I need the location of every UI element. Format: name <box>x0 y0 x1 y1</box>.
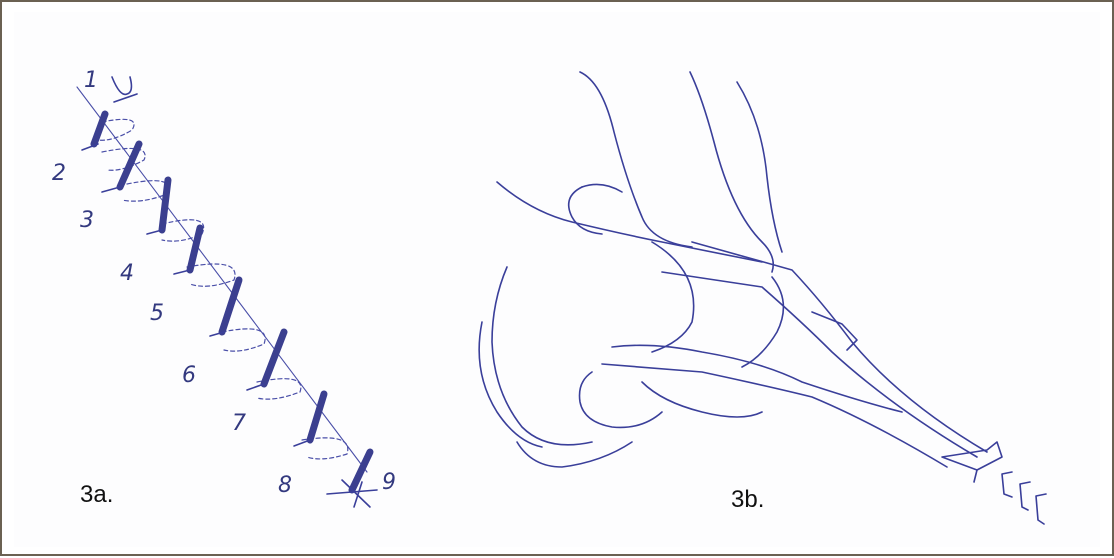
needle-tip <box>974 470 977 482</box>
caption-3b: 3b. <box>731 486 764 514</box>
suture-mark <box>1020 482 1030 510</box>
suture-mark <box>1002 472 1012 497</box>
entry-tick <box>102 187 120 192</box>
stitch-number: 6 <box>182 363 196 388</box>
stitch-loop <box>222 329 265 351</box>
stitch-number: 8 <box>278 473 292 498</box>
stitch-bar <box>310 394 324 440</box>
stitch-number: 5 <box>150 301 164 326</box>
instrument-jaw <box>942 442 1002 470</box>
finger-outline <box>517 442 632 467</box>
stitch-number: 3 <box>80 208 94 233</box>
stitch-number: 4 <box>120 261 134 286</box>
caption-3a: 3a. <box>80 481 113 509</box>
instrument-arm <box>662 272 977 457</box>
stitch-number: 2 <box>52 161 66 186</box>
finger-outline <box>479 322 542 447</box>
finger-outline <box>612 345 902 412</box>
instrument-arm <box>692 242 987 452</box>
finger-outline <box>690 72 773 272</box>
finger-outline <box>642 382 762 417</box>
finger-outline <box>580 72 692 247</box>
top-knot <box>112 77 137 102</box>
thumb-outline <box>582 184 622 192</box>
suture-mark <box>1036 494 1046 524</box>
instrument-ring <box>742 277 783 367</box>
stitch-bar <box>162 180 168 230</box>
instrument-ring <box>652 242 694 352</box>
stitch-number: 1 <box>84 68 98 93</box>
stitch-bar <box>94 114 105 144</box>
stitch-bar <box>190 228 200 270</box>
stitch-number: 7 <box>232 411 246 436</box>
entry-tick <box>247 384 264 390</box>
instrument-arm <box>812 312 857 350</box>
stitch-number: 9 <box>382 470 396 495</box>
stitch-loop <box>122 181 169 201</box>
finger-outline <box>602 364 947 467</box>
stitch-bar <box>222 280 239 332</box>
finger-outline <box>580 372 663 427</box>
finger-outline <box>492 267 592 445</box>
sketch-3a-stitch-diagram: 1 2 3 4 5 6 7 8 9 <box>52 68 396 507</box>
thumb-outline <box>569 187 602 234</box>
entry-tick <box>294 440 310 446</box>
finger-outline <box>737 82 782 252</box>
sketch-3b-hand-with-instrument <box>479 72 1046 524</box>
